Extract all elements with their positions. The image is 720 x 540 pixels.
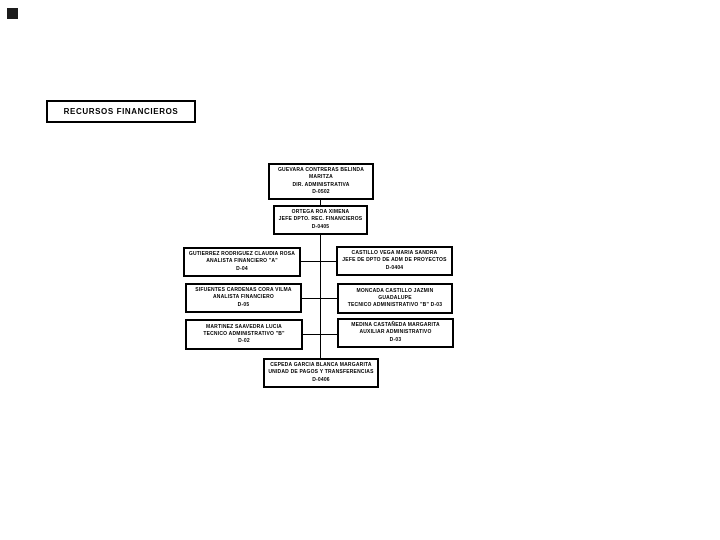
node-line: UNIDAD DE PAGOS Y TRANSFERENCIAS	[268, 369, 374, 376]
node-line: TECNICO ADMINISTRATIVO "B"	[203, 330, 285, 337]
node-line: MONCADA CASTILLO JAZMIN	[356, 287, 434, 294]
connector-row2	[302, 298, 337, 299]
connector-row1	[301, 261, 336, 262]
node-line: D-0502	[312, 188, 330, 195]
node-line: DIR. ADMINISTRATIVA	[292, 181, 350, 188]
node-line: D-0405	[311, 223, 330, 230]
node-line: D-04	[236, 265, 248, 272]
node-line: SIFUENTES CARDENAS CORA VILMA	[195, 287, 292, 294]
node-line: ORTEGA ROA XIMENA	[291, 209, 350, 216]
node-jefe-dpto-rec-financieros: ORTEGA ROA XIMENA JEFE DPTO. REC. FINANC…	[273, 205, 368, 235]
node-auxiliar-administrativo: MEDINA CASTAÑEDA MARGARITA AUXILIAR ADMI…	[337, 318, 454, 348]
node-line: MARITZA	[309, 174, 333, 181]
title-box: RECURSOS FINANCIEROS	[46, 100, 196, 123]
connector-vertical-spine	[320, 235, 321, 358]
node-unidad-pagos-transferencias: CEPEDA GARCIA BLANCA MARGARITA UNIDAD DE…	[263, 358, 379, 388]
node-line: GUADALUPE	[378, 294, 412, 301]
node-tecnico-administrativo-b-left: MARTINEZ SAAVEDRA LUCIA TECNICO ADMINIST…	[185, 319, 303, 350]
page-title: RECURSOS FINANCIEROS	[63, 107, 179, 116]
node-analista-financiero: SIFUENTES CARDENAS CORA VILMA ANALISTA F…	[185, 283, 302, 313]
node-analista-financiero-a: GUTIERREZ RODRIGUEZ CLAUDIA ROSA ANALIST…	[183, 247, 301, 277]
node-line: D-0406	[312, 376, 330, 383]
node-line: D-0404	[385, 264, 404, 271]
node-line: CEPEDA GARCIA BLANCA MARGARITA	[270, 362, 372, 369]
node-line: D-02	[238, 338, 250, 345]
node-jefe-dpto-adm-proyectos: CASTILLO VEGA MARIA SANDRA JEFE DE DPTO …	[336, 246, 453, 276]
node-line: D-03	[389, 336, 402, 343]
corner-decoration	[7, 8, 18, 19]
node-line: CASTILLO VEGA MARIA SANDRA	[351, 250, 438, 257]
node-line: JEFE DPTO. REC. FINANCIEROS	[278, 216, 363, 223]
node-line: MEDINA CASTAÑEDA MARGARITA	[351, 322, 440, 329]
connector-director-to-head	[320, 200, 321, 205]
node-line: MARTINEZ SAAVEDRA LUCIA	[206, 323, 282, 330]
node-line: AUXILIAR ADMINISTRATIVO	[359, 329, 432, 336]
node-director-administrativa: GUEVARA CONTRERAS BELINDA MARITZA DIR. A…	[268, 163, 374, 200]
node-line: D-05	[237, 301, 250, 308]
node-line: TECNICO ADMINISTRATIVO "B" D-03	[347, 302, 443, 309]
node-tecnico-administrativo-b-right: MONCADA CASTILLO JAZMIN GUADALUPE TECNIC…	[337, 283, 453, 314]
node-line: GUTIERREZ RODRIGUEZ CLAUDIA ROSA	[188, 251, 296, 258]
node-line: ANALISTA FINANCIERO "A"	[206, 258, 278, 265]
node-line: ANALISTA FINANCIERO	[212, 294, 275, 301]
connector-row3	[303, 334, 337, 335]
node-line: GUEVARA CONTRERAS BELINDA	[277, 166, 365, 173]
node-line: JEFE DE DPTO DE ADM DE PROYECTOS	[342, 257, 447, 264]
